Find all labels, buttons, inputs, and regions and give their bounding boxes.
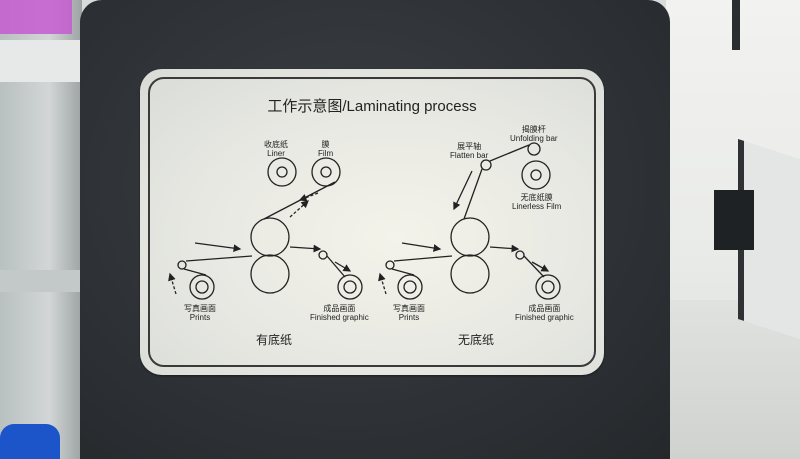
film-roll [311, 157, 341, 187]
background-printer-part [714, 190, 754, 250]
laminating-process-label: 工作示意图/Laminating process [140, 69, 604, 375]
finished-roll-r [535, 274, 561, 300]
upper-laminate-roller [250, 217, 290, 257]
liner-roll [267, 157, 297, 187]
prints-roll-r [397, 274, 423, 300]
lower-laminate-roller [250, 254, 290, 294]
blue-knob [0, 424, 60, 459]
background-left-stripe-lower [0, 270, 82, 292]
background-pink-object [0, 0, 72, 34]
right-section-title: 无底纸 [458, 333, 495, 347]
flatten-bar [480, 159, 492, 171]
left-section-title: 有底纸 [256, 333, 293, 347]
lower-laminate-roller-r [450, 254, 490, 294]
unfolding-bar [527, 142, 541, 156]
label-title: 工作示意图/Laminating process [267, 98, 477, 115]
linerless-film-roll [521, 160, 551, 190]
label-border [148, 77, 596, 367]
finished-roll [337, 274, 363, 300]
background-left-stripe [0, 40, 82, 82]
prints-roll [189, 274, 215, 300]
background-stand-leg [732, 0, 740, 50]
laminating-diagram [168, 142, 561, 300]
upper-laminate-roller-r [450, 217, 490, 257]
